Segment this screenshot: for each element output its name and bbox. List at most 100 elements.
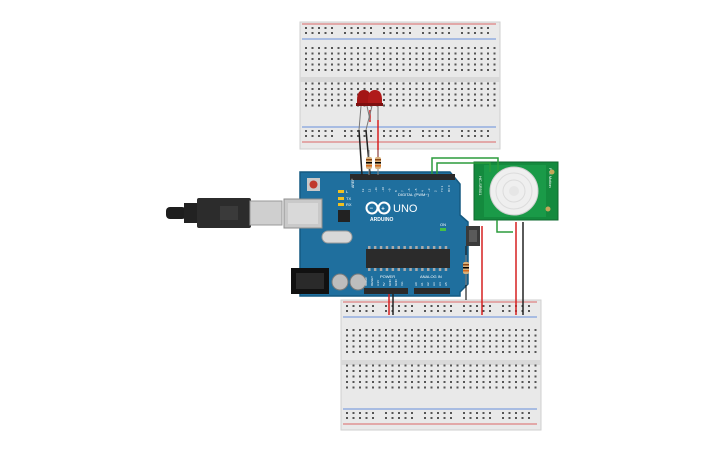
terminal-hole <box>495 340 498 342</box>
terminal-hole <box>482 334 485 337</box>
terminal-hole <box>428 52 431 55</box>
terminal-hole <box>396 58 398 60</box>
rail-hole <box>372 310 374 312</box>
terminal-hole <box>417 386 420 389</box>
terminal-hole <box>411 334 413 337</box>
terminal-hole <box>324 99 327 101</box>
terminal-hole <box>318 104 320 107</box>
terminal-hole <box>385 381 387 383</box>
terminal-hole <box>456 329 459 331</box>
terminal-hole <box>337 93 340 96</box>
terminal-hole <box>430 375 433 378</box>
terminal-hole <box>350 58 353 60</box>
terminal-hole <box>415 47 418 49</box>
rail-hole <box>441 135 444 137</box>
terminal-hole <box>417 329 420 331</box>
terminal-hole <box>508 375 511 378</box>
pin-label: ~6 <box>407 188 411 192</box>
pin-label: 12 <box>368 188 372 192</box>
pin-label: GND <box>388 279 392 287</box>
terminal-hole <box>365 370 368 372</box>
terminal-hole <box>521 345 524 348</box>
terminal-hole <box>489 364 491 367</box>
rail-hole <box>404 310 407 312</box>
terminal-hole <box>385 351 387 353</box>
terminal-hole <box>489 386 491 389</box>
terminal-hole <box>346 351 348 353</box>
terminal-hole <box>359 329 361 331</box>
terminal-hole <box>398 386 400 389</box>
rail-hole <box>398 417 400 419</box>
terminal-hole <box>441 58 444 60</box>
reset-button[interactable] <box>307 178 320 191</box>
pin-label: ~11 <box>374 187 378 192</box>
terminal-hole <box>337 47 340 49</box>
terminal-hole <box>411 351 413 353</box>
rail-hole <box>359 417 361 419</box>
terminal-hole <box>402 82 405 85</box>
terminal-hole <box>305 88 307 90</box>
chip-pin <box>415 268 418 271</box>
terminal-hole <box>318 82 320 85</box>
rail-hole <box>396 32 398 34</box>
terminal-hole <box>365 375 368 378</box>
terminal-hole <box>450 386 452 389</box>
terminal-hole <box>521 334 524 337</box>
terminal-hole <box>502 375 504 378</box>
rail-hole <box>424 412 426 414</box>
terminal-hole <box>389 93 392 96</box>
terminal-hole <box>417 334 420 337</box>
terminal-hole <box>487 82 489 85</box>
terminal-hole <box>515 345 517 348</box>
terminal-hole <box>344 63 346 66</box>
rail-hole <box>474 27 476 29</box>
pin-label: ~10 <box>381 187 385 192</box>
terminal-hole <box>437 329 439 331</box>
terminal-hole <box>404 345 407 348</box>
rail-hole <box>528 412 530 414</box>
terminal-hole <box>411 329 413 331</box>
terminal-hole <box>337 88 340 90</box>
rail-hole <box>402 130 405 132</box>
terminal-hole <box>396 88 398 90</box>
chip-pin <box>379 268 383 271</box>
terminal-hole <box>502 364 504 367</box>
rail-hole <box>318 27 320 29</box>
terminal-hole <box>508 381 511 383</box>
rail-hole <box>448 27 450 29</box>
terminal-hole <box>305 104 307 107</box>
terminal-hole <box>469 340 472 342</box>
pushbutton-icon[interactable] <box>466 226 480 246</box>
terminal-hole <box>411 375 413 378</box>
terminal-hole <box>398 345 400 348</box>
rail-hole <box>435 27 437 29</box>
rail-hole <box>463 417 465 419</box>
rail-hole <box>480 27 483 29</box>
terminal-hole <box>305 47 307 49</box>
terminal-hole <box>474 69 476 71</box>
rail-hole <box>441 27 444 29</box>
rail-hole <box>521 412 524 414</box>
arduino-logo-icon: − + <box>365 201 391 215</box>
rail-hole <box>474 32 476 34</box>
rail-hole <box>383 27 385 29</box>
rail-hole <box>461 32 463 34</box>
terminal-hole <box>424 375 426 378</box>
terminal-hole <box>495 329 498 331</box>
terminal-hole <box>482 370 485 372</box>
terminal-hole <box>467 99 470 101</box>
terminal-hole <box>437 340 439 342</box>
terminal-hole <box>448 52 450 55</box>
terminal-hole <box>502 329 504 331</box>
terminal-hole <box>344 93 346 96</box>
terminal-hole <box>378 334 381 337</box>
terminal-hole <box>454 99 457 101</box>
terminal-hole <box>350 88 353 90</box>
terminal-hole <box>378 364 381 367</box>
terminal-hole <box>441 69 444 71</box>
terminal-hole <box>383 52 385 55</box>
rail-hole <box>344 27 346 29</box>
resistor-led-2 <box>375 150 381 175</box>
rail-hole <box>435 135 437 137</box>
terminal-hole <box>441 88 444 90</box>
